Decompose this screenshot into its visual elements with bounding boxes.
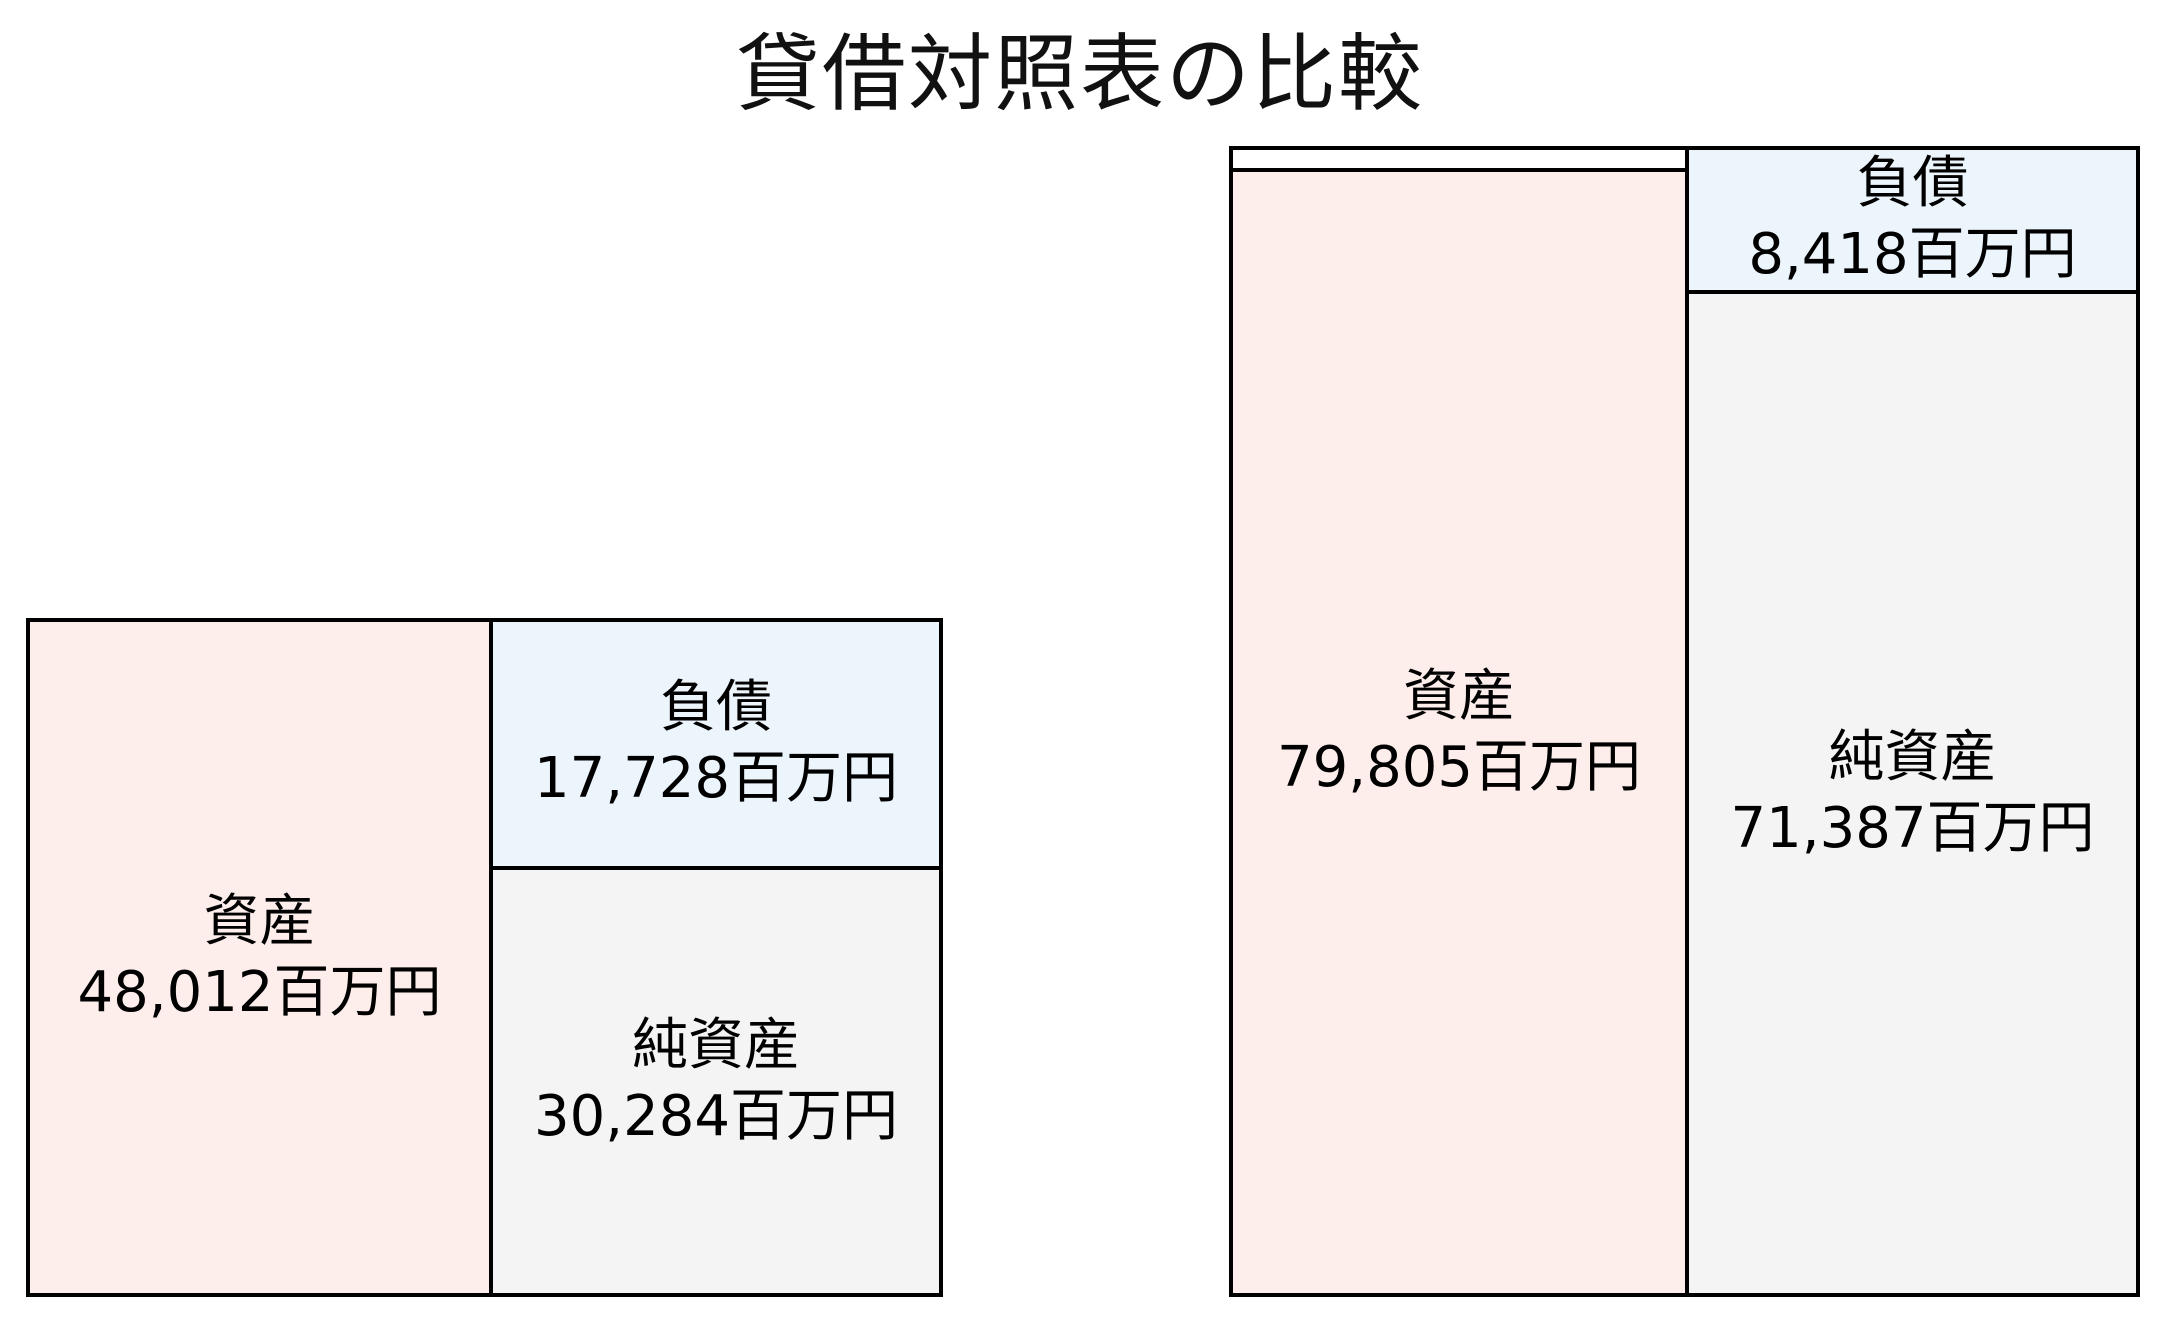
net-assets-label: 純資産 — [1828, 724, 1997, 790]
liabilities-box: 負債 17,728百万円 — [493, 622, 939, 870]
liabilities-box: 負債 8,418百万円 — [1689, 150, 2136, 294]
assets-value: 79,805百万円 — [1277, 734, 1641, 800]
assets-box: 資産 48,012百万円 — [30, 622, 489, 1293]
net-assets-value: 30,284百万円 — [534, 1083, 898, 1149]
balance-sheet-left: 資産 48,012百万円 負債 17,728百万円 純資産 30,284百万円 — [26, 618, 943, 1297]
balance-sheet-right: 資産 79,805百万円 負債 8,418百万円 純資産 71,387百万円 — [1229, 146, 2140, 1297]
claims-column: 負債 17,728百万円 純資産 30,284百万円 — [493, 622, 939, 1293]
net-assets-box: 純資産 30,284百万円 — [493, 870, 939, 1293]
assets-box: 資産 79,805百万円 — [1233, 172, 1685, 1293]
assets-value: 48,012百万円 — [77, 959, 442, 1025]
page-title: 貸借対照表の比較 — [735, 25, 1424, 123]
assets-top-gap — [1233, 150, 1685, 172]
liabilities-label: 負債 — [660, 675, 772, 741]
liabilities-value: 17,728百万円 — [534, 746, 898, 811]
net-assets-box: 純資産 71,387百万円 — [1689, 294, 2136, 1293]
assets-column: 資産 79,805百万円 — [1233, 150, 1689, 1293]
net-assets-value: 71,387百万円 — [1730, 795, 2095, 861]
assets-label: 資産 — [1403, 663, 1515, 729]
liabilities-value: 8,418百万円 — [1748, 222, 2077, 287]
assets-column: 資産 48,012百万円 — [30, 622, 493, 1293]
claims-column: 負債 8,418百万円 純資産 71,387百万円 — [1689, 150, 2136, 1293]
net-assets-label: 純資産 — [632, 1012, 800, 1078]
assets-label: 資産 — [203, 888, 316, 954]
liabilities-label: 負債 — [1856, 151, 1969, 217]
